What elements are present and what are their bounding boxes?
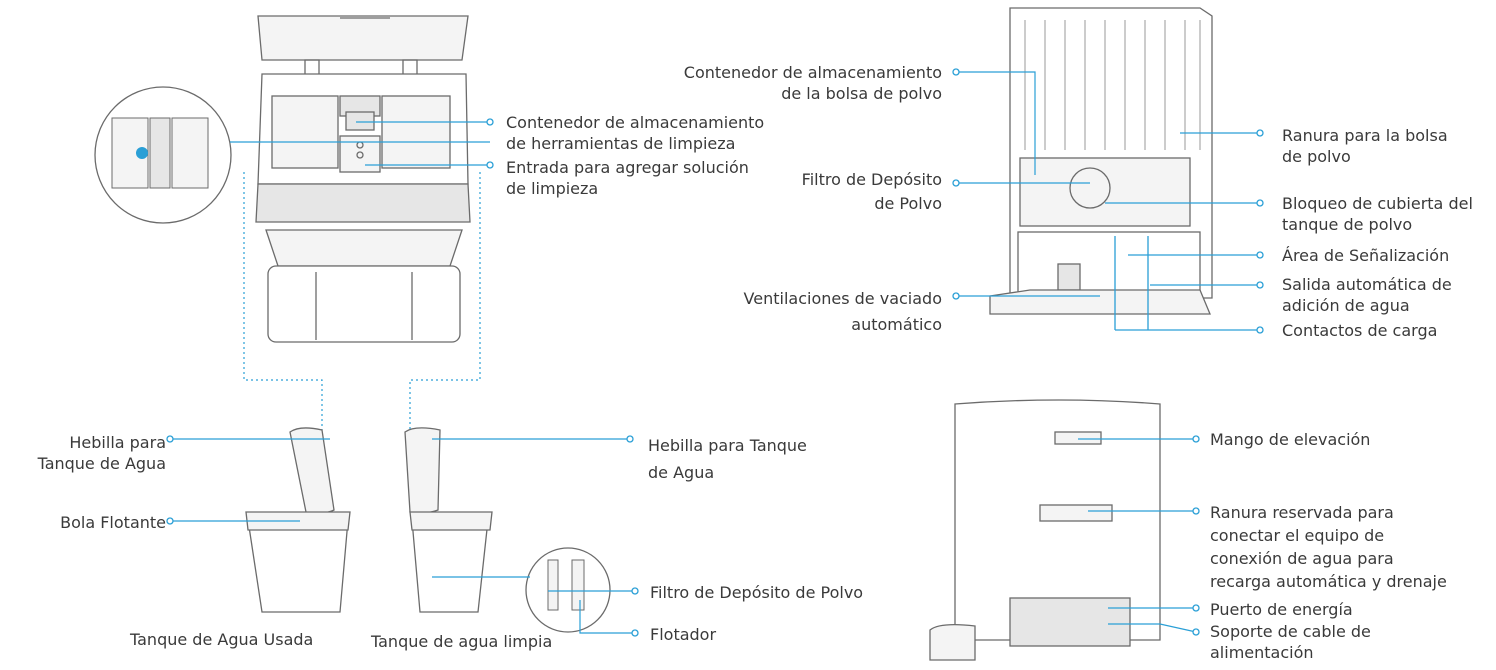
label-signal-area: Área de Señalización [1282,246,1450,265]
label-float-ball: Bola Flotante [60,513,166,532]
label-float: Flotador [650,625,717,644]
station-back-view [929,399,1161,661]
connector-dotted-lines [243,172,481,430]
label-power-port: Puerto de energía [1210,600,1353,619]
dirty-water-tank [245,427,351,613]
station-front-view [989,7,1213,330]
callout-lines [170,71,1260,634]
base-station-open-view [255,15,471,343]
label-handle: Mango de elevación [1210,430,1371,449]
label-charging: Contactos de carga [1282,321,1438,340]
label-dirty-tank: Tanque de Agua Usada [130,630,314,649]
clean-water-tank [404,427,493,613]
label-clean-tank: Tanque de agua limpia [371,632,553,651]
float-inset [525,547,611,633]
inset-hand-detail [94,86,490,224]
label-dust-filter-small: Filtro de Depósito de Polvo [650,583,864,602]
callout-dots [166,68,1264,637]
